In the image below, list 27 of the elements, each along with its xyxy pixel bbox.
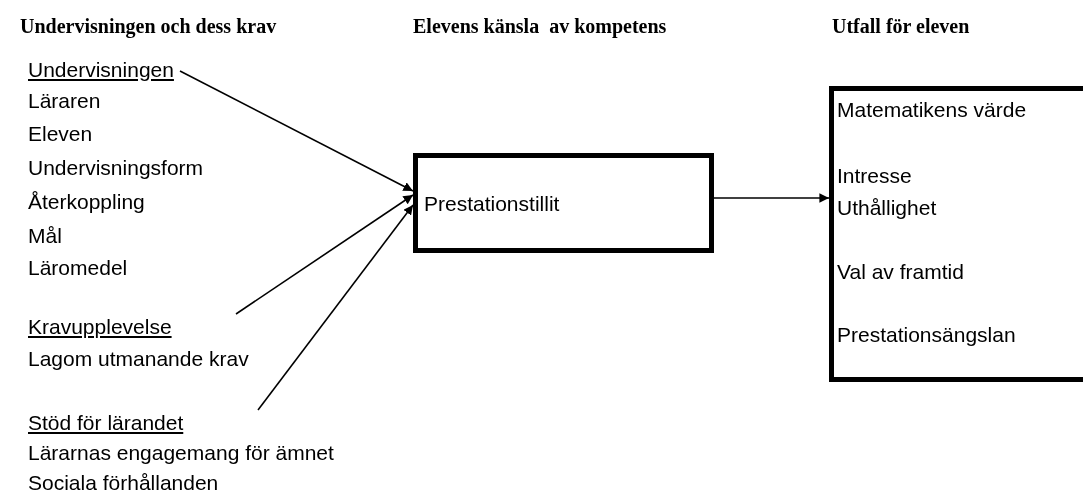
group-heading: Stöd för lärandet xyxy=(28,410,184,436)
arrow xyxy=(179,70,414,192)
factor-text: Lagom utmanande krav xyxy=(28,346,249,372)
factor-text: Läraren xyxy=(28,88,101,114)
factor-text: Sociala förhållanden xyxy=(28,470,219,496)
outcome-box xyxy=(829,86,1083,382)
column-heading: Utfall för eleven xyxy=(832,14,970,38)
factor-text: Intresse xyxy=(837,163,912,189)
factor-text: Eleven xyxy=(28,121,93,147)
factor-text: Uthållighet xyxy=(837,195,937,221)
column-heading: Undervisningen och dess krav xyxy=(20,14,277,38)
factor-text: Prestationstillit xyxy=(424,191,560,217)
arrow xyxy=(235,194,414,315)
factor-text: Återkoppling xyxy=(28,189,145,215)
factor-text: Mål xyxy=(28,223,62,249)
factor-text: Val av framtid xyxy=(837,259,964,285)
factor-text: Prestationsängslan xyxy=(837,322,1016,348)
column-heading: Elevens känsla av kompetens xyxy=(413,14,667,38)
factor-text: Lärarnas engagemang för ämnet xyxy=(28,440,334,466)
arrow xyxy=(713,193,830,203)
factor-text: Undervisningsform xyxy=(28,155,204,181)
arrow xyxy=(257,204,414,411)
group-heading: Undervisningen xyxy=(28,57,174,83)
group-heading: Kravupplevelse xyxy=(28,314,172,340)
process-box xyxy=(413,153,714,253)
factor-text: Matematikens värde xyxy=(837,97,1027,123)
factor-text: Läromedel xyxy=(28,255,128,281)
